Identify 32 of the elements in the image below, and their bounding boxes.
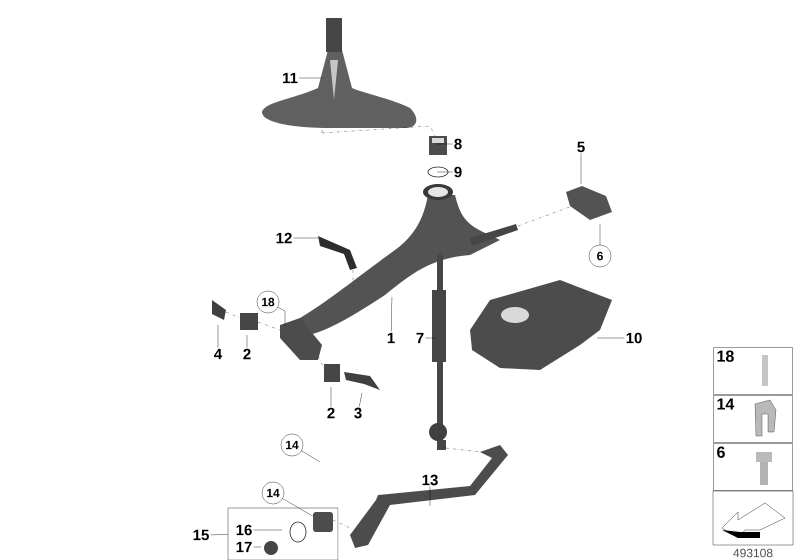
leader-line [359,392,362,407]
leader-line [580,153,582,184]
callout-number: 9 [454,166,462,178]
leader-line [301,450,320,462]
callout-number: 15 [194,530,209,540]
callout-number: 8 [454,138,462,150]
diagram-number: 493108 [733,548,772,558]
callout-number: 2 [243,348,251,360]
callout-number: 12 [276,232,292,244]
bushing [313,512,333,532]
leader-line [246,334,248,348]
callout-number: 17 [236,542,252,552]
callout-number: 16 [236,524,252,536]
callout-number: 2 [327,408,335,418]
callout-number: 7 [416,332,424,344]
callout-number: 11 [283,72,298,84]
callout-number: 4 [214,348,222,360]
leader-line [330,386,332,407]
leader-line [278,307,286,326]
callout-number: 10 [626,332,642,344]
callout-number: 1 [388,332,395,344]
parts-cell: 6 [713,443,793,491]
parts-cell: 18 [713,347,793,395]
callout-number: 5 [577,142,585,152]
callout-number: 13 [422,474,438,486]
leader-line [253,546,262,548]
leader-line [210,534,228,536]
parts-cell: 14 [713,395,793,443]
callout-number: 3 [354,408,362,418]
leader-line [390,296,392,332]
leader-line [282,498,313,516]
kit-frame [228,508,338,560]
